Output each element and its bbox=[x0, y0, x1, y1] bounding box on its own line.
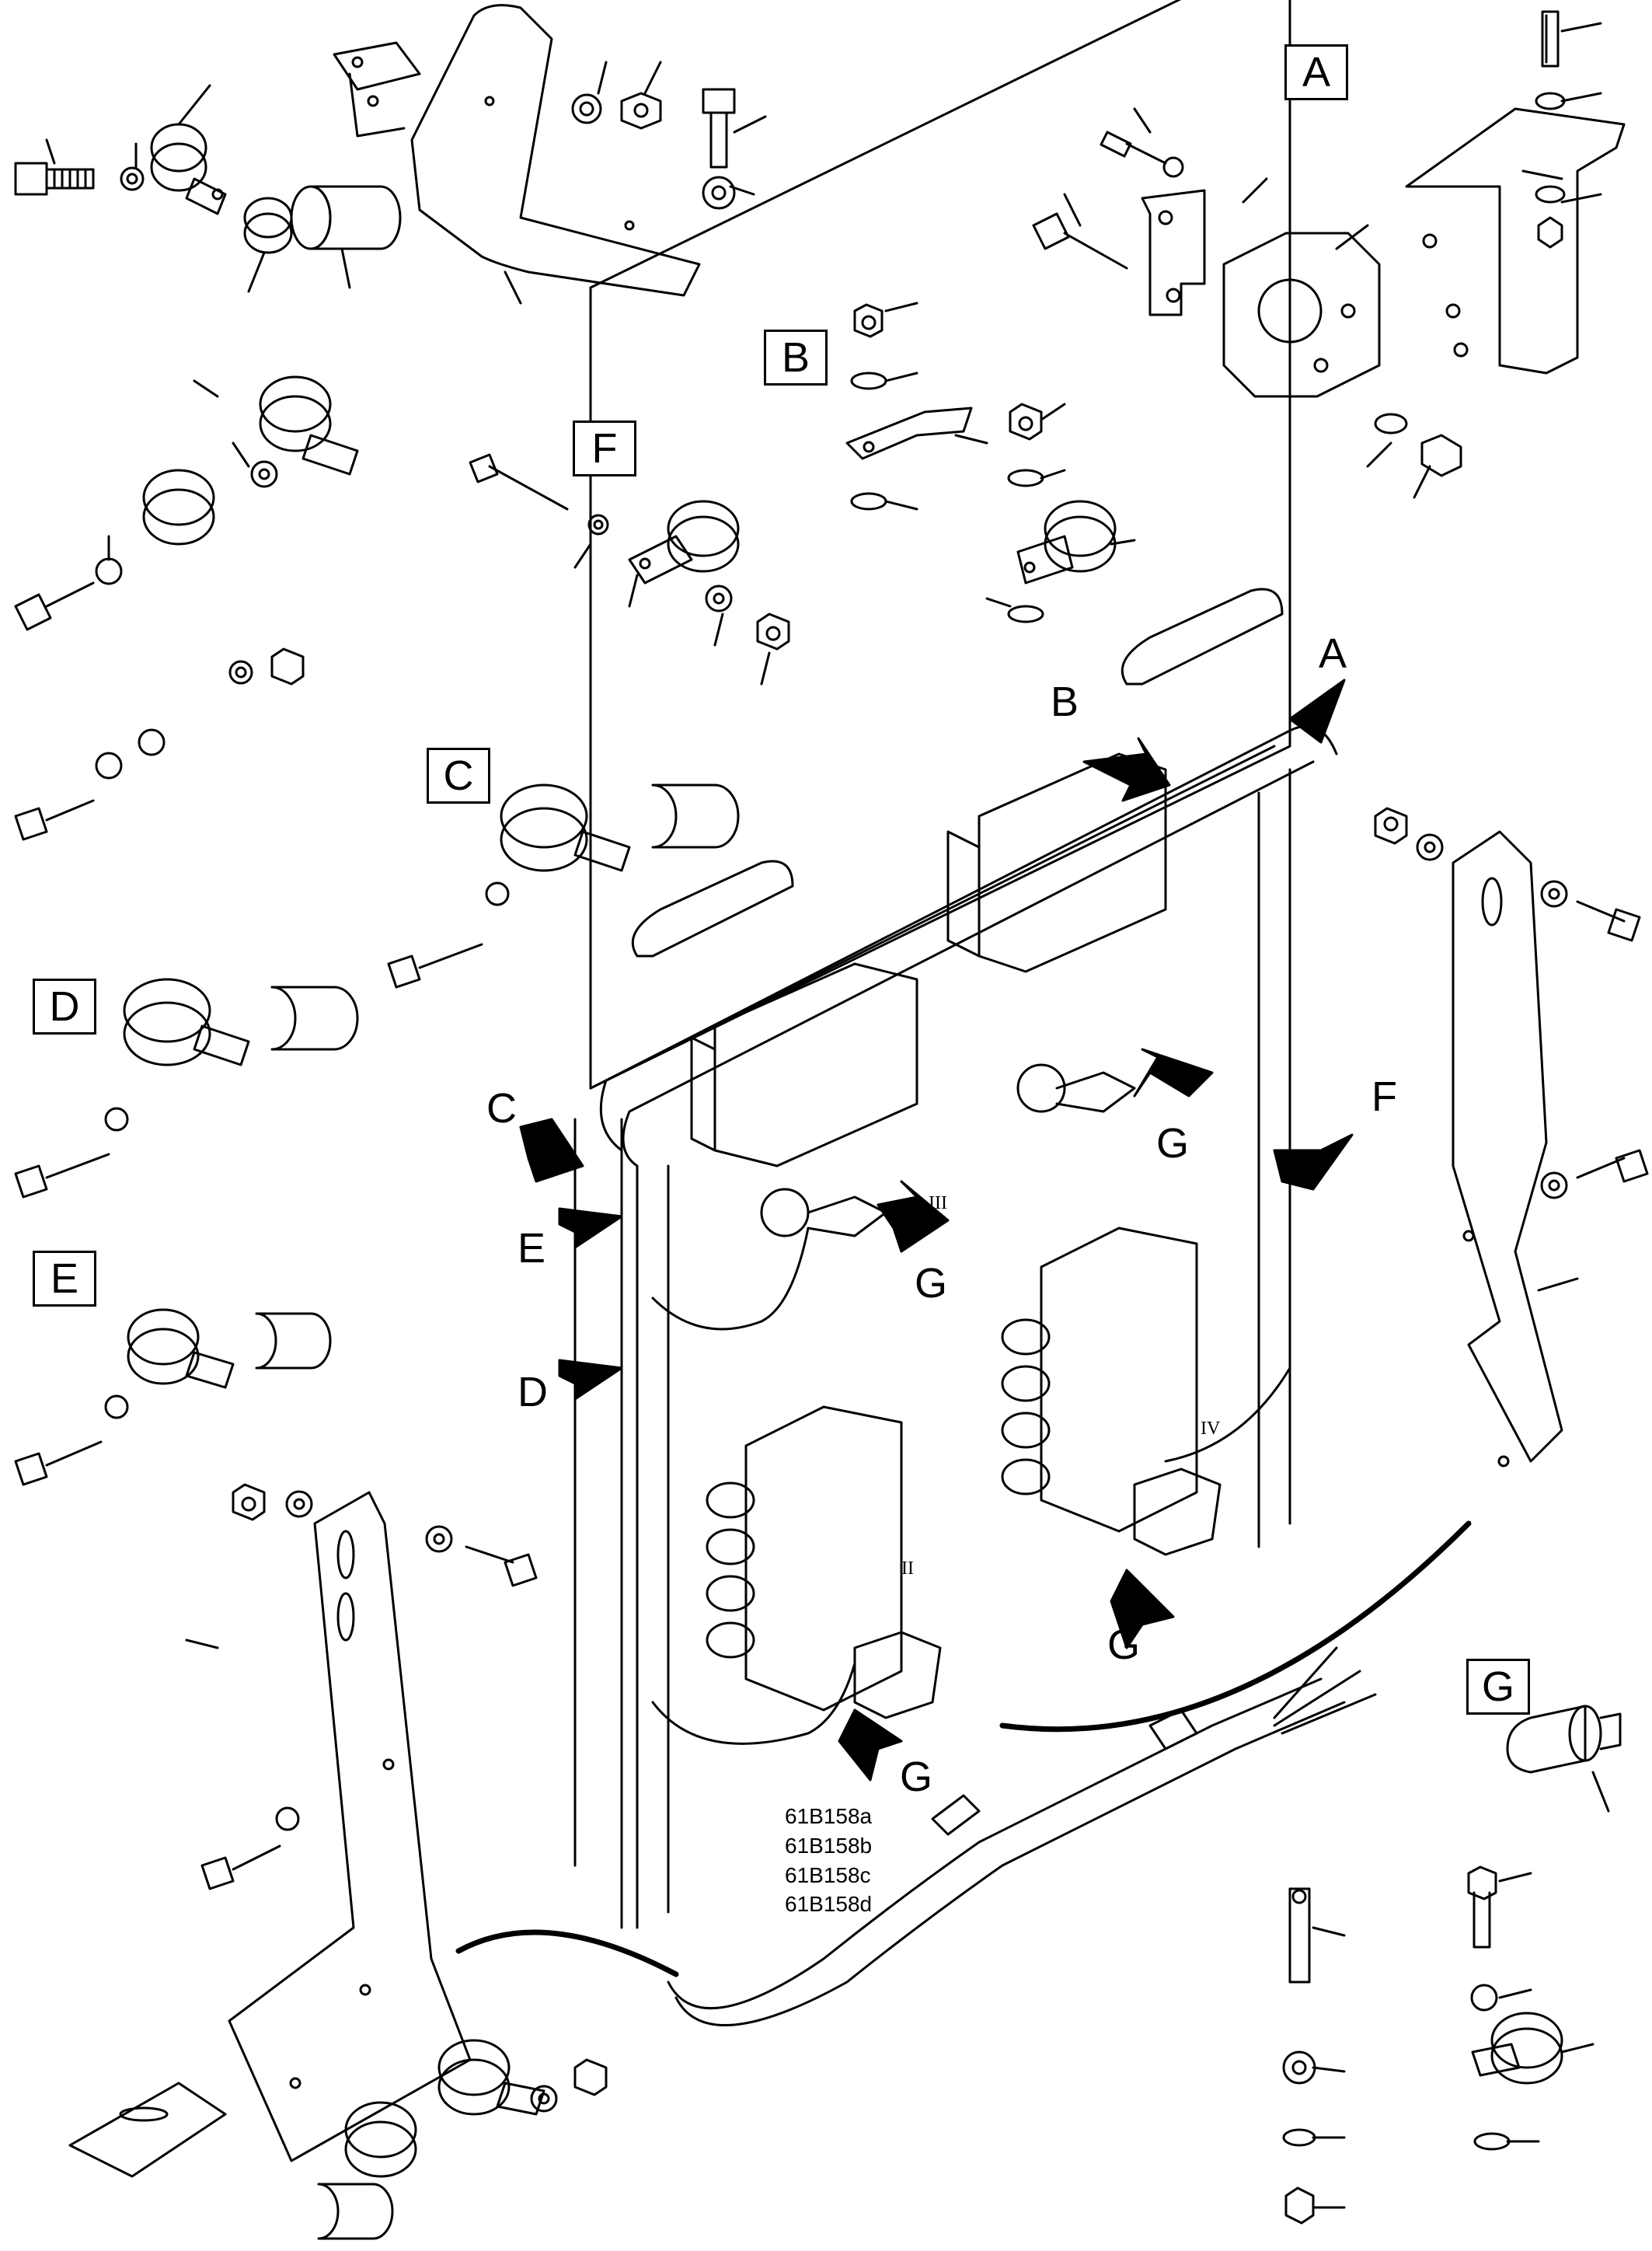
arrow-label-a: A bbox=[1319, 630, 1347, 677]
detail-box-b: B bbox=[764, 330, 828, 386]
indicator-arrows bbox=[519, 679, 1354, 1782]
detail-c-hardware bbox=[387, 783, 740, 989]
arrow-label-c: C bbox=[486, 1085, 517, 1132]
detail-box-a: A bbox=[1284, 44, 1348, 100]
main-valve-plate bbox=[573, 0, 1338, 1929]
bottom-left-clamp-hardware bbox=[317, 2039, 608, 2240]
valve-label-i: I bbox=[1162, 1053, 1168, 1073]
valve-label-iii: III bbox=[929, 1193, 947, 1213]
arrow-label-g-4: G bbox=[900, 1754, 933, 1800]
part-code-d: 61B158d bbox=[785, 1892, 873, 1917]
arrow-label-f: F bbox=[1371, 1073, 1397, 1120]
valve-label-ii: II bbox=[901, 1558, 914, 1579]
part-code-a: 61B158a bbox=[785, 1804, 873, 1828]
detail-d-hardware bbox=[14, 978, 359, 1199]
valve-label-iv: IV bbox=[1201, 1419, 1221, 1439]
arrow-label-g-1: G bbox=[1156, 1120, 1190, 1167]
valve-block-ii bbox=[706, 1405, 942, 1719]
detail-b-hardware bbox=[845, 302, 1136, 623]
detail-box-e: E bbox=[33, 1251, 96, 1307]
arrow-label-e: E bbox=[518, 1225, 546, 1272]
valve-block-iii bbox=[690, 962, 918, 1237]
detail-f-hardware bbox=[469, 453, 790, 686]
detail-box-d: D bbox=[33, 979, 96, 1035]
left-bracket bbox=[68, 1483, 538, 2178]
part-code-c: 61B158c bbox=[785, 1862, 871, 1887]
valve-block-iv bbox=[1001, 1227, 1222, 1556]
detail-box-g: G bbox=[1466, 1659, 1530, 1715]
right-bracket bbox=[1374, 807, 1649, 1468]
arrow-label-g-3: G bbox=[1107, 1621, 1141, 1668]
arrow-label-g-2: G bbox=[915, 1260, 948, 1307]
curved-pointer-arrows bbox=[455, 1520, 1472, 1977]
part-code-b: 61B158b bbox=[785, 1833, 873, 1858]
part-codes: 61B158a 61B158b 61B158c 61B158d bbox=[785, 1802, 872, 1919]
arrow-label-d: D bbox=[518, 1369, 548, 1415]
bottom-right-hardware bbox=[1282, 1865, 1594, 2225]
top-left-clamp-assembly bbox=[14, 4, 767, 305]
detail-box-f: F bbox=[573, 421, 636, 476]
detail-g-plug bbox=[1506, 1705, 1622, 1813]
detail-a-hardware bbox=[1032, 10, 1626, 499]
left-clamp-hardware bbox=[14, 375, 359, 841]
detail-e-hardware bbox=[14, 1308, 332, 1486]
arrow-label-b: B bbox=[1051, 679, 1079, 725]
detail-box-c: C bbox=[427, 748, 490, 804]
valve-block-i bbox=[946, 752, 1167, 1113]
hose-lines bbox=[651, 1227, 1377, 2026]
